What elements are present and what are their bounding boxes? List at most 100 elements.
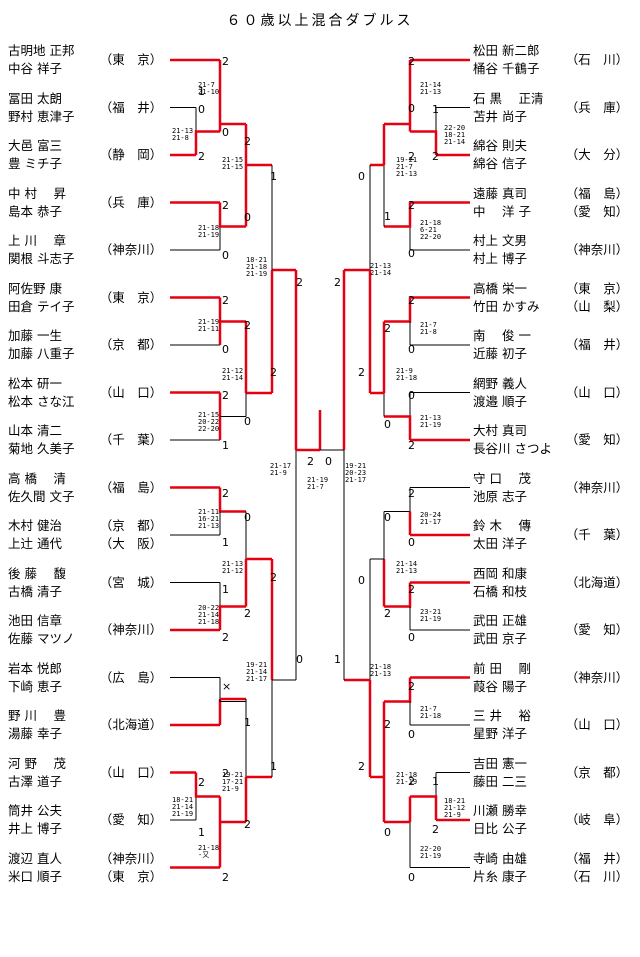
match-score: 2 xyxy=(222,767,229,780)
prefecture-label: （宮 城） xyxy=(99,574,163,590)
prefecture-label: （神奈川） xyxy=(565,669,629,685)
match-score: 0 xyxy=(244,511,251,524)
right-entry-names: 村上 文男村上 博子 xyxy=(473,234,565,270)
player-name: 桶谷 千鶴子 xyxy=(473,61,540,76)
prefecture-label: （愛 知） xyxy=(565,622,629,637)
left-entry-names: 野 川 豊湯藤 幸子 xyxy=(8,709,100,745)
right-entry-prefecture: （京 都） xyxy=(558,765,636,784)
left-entry-names: 岩本 悦郎下崎 恵子 xyxy=(8,661,100,698)
left-entry-names: 筒井 公夫井上 博子 xyxy=(8,804,100,840)
match-score: 2 xyxy=(408,775,415,788)
prefecture-label: （福 島） xyxy=(565,185,629,201)
match-score: 2 xyxy=(222,871,229,884)
player-name: 渡辺 直人 xyxy=(8,850,62,866)
match-score: 2 xyxy=(198,776,205,789)
left-entry-names: 木村 健治上辻 通代 xyxy=(8,519,100,555)
prefecture-label: （山 口） xyxy=(565,717,629,732)
set-score: 21-14 21-13 xyxy=(420,81,442,96)
player-name: 大村 真司 xyxy=(473,423,527,438)
player-name: 野村 恵津子 xyxy=(8,108,75,124)
set-score: 22-20 18-21 21-14 xyxy=(444,124,466,146)
winner-line xyxy=(384,677,412,703)
prefecture-label: （愛 知） xyxy=(565,203,629,219)
player-name: 寺崎 由雄 xyxy=(473,850,527,866)
player-name: 湯藤 幸子 xyxy=(8,726,62,741)
player-name: 大邑 富三 xyxy=(8,138,62,153)
match-score: 2 xyxy=(408,439,415,452)
player-name: 網野 義人 xyxy=(473,375,527,391)
match-score: 0 xyxy=(244,211,251,224)
player-name: 松本 研一 xyxy=(8,375,62,391)
right-entry-names: 高橋 栄一竹田 かすみ xyxy=(473,280,565,318)
right-entry-names: 大村 真司長谷川 さつよ xyxy=(473,424,565,460)
set-score: 21-19 21-11 xyxy=(198,318,220,333)
match-score: 1 xyxy=(334,653,341,666)
player-name: 古橋 清子 xyxy=(8,583,62,599)
set-score: 21-13 21-14 xyxy=(370,262,392,277)
match-score: 0 xyxy=(296,653,303,666)
prefecture-label: （大 分） xyxy=(565,147,629,162)
left-entry-names: 加藤 一生加藤 八重子 xyxy=(8,329,100,365)
match-score: 2 xyxy=(432,823,439,836)
player-name: 竹田 かすみ xyxy=(473,298,540,314)
player-name: 井上 博子 xyxy=(8,821,62,836)
match-score: 2 xyxy=(334,276,341,289)
right-entry-names: 南 俊 一近藤 初子 xyxy=(473,329,565,365)
left-entry-names: 古明地 正邦中谷 祥子 xyxy=(8,44,100,80)
match-score: 0 xyxy=(408,247,415,260)
left-entry-names: 松本 研一松本 さな江 xyxy=(8,375,100,413)
prefecture-label: （石 川） xyxy=(565,868,629,884)
match-score: 0 xyxy=(408,102,415,115)
match-score: 2 xyxy=(408,294,415,307)
prefecture-label: （愛 知） xyxy=(99,812,163,827)
right-entry-names: 鈴 木 傳太田 洋子 xyxy=(473,519,565,555)
right-entry-names: 守 口 茂池原 志子 xyxy=(473,471,565,508)
match-score: 2 xyxy=(222,199,229,212)
right-entry-names: 三 井 裕星野 洋子 xyxy=(473,709,565,745)
player-name: 加藤 八重子 xyxy=(8,346,75,361)
left-entry-prefecture: （兵 庫） xyxy=(92,195,170,214)
player-name: 高橋 栄一 xyxy=(473,280,527,296)
right-entry-prefecture: （神奈川） xyxy=(558,480,636,499)
player-name: 池原 志子 xyxy=(473,488,527,504)
winner-line xyxy=(218,605,246,630)
match-score: 2 xyxy=(384,607,391,620)
match-score: 2 xyxy=(307,455,314,468)
player-name: 鈴 木 傳 xyxy=(473,518,531,533)
winner-line xyxy=(384,415,412,440)
set-score: 21-18 6-21 22-20 xyxy=(420,219,442,241)
player-name: 武田 京子 xyxy=(473,631,527,646)
match-score: 0 xyxy=(222,343,229,356)
match-score: 2 xyxy=(408,55,415,68)
left-entry-prefecture: （愛 知） xyxy=(92,813,170,831)
set-score: 21-7 21-10 xyxy=(198,81,220,96)
left-entry-names: 河 野 茂古澤 道子 xyxy=(8,756,100,793)
match-score: 2 xyxy=(408,583,415,596)
set-score: 18-21 21-12 21-9 xyxy=(444,797,466,819)
right-entry-names: 遠藤 真司中 洋 子 xyxy=(473,186,565,223)
player-name: 藤田 二三 xyxy=(473,773,527,789)
player-name: 葭谷 陽子 xyxy=(473,678,527,694)
right-entry-prefecture: （愛 知） xyxy=(558,433,636,451)
right-entry-names: 寺崎 由雄片糸 康子 xyxy=(473,850,565,888)
winner-line xyxy=(194,130,220,155)
player-name: 武田 正雄 xyxy=(473,613,527,628)
right-entry-names: 武田 正雄武田 京子 xyxy=(473,614,565,650)
left-entry-names: 山本 清二菊地 久美子 xyxy=(8,424,100,460)
player-name: 佐久間 文子 xyxy=(8,488,75,504)
match-score: 2 xyxy=(270,366,277,379)
prefecture-label: （静 岡） xyxy=(99,147,163,162)
left-entry-prefecture: （京 都） xyxy=(92,338,170,356)
set-score: 21-14 21-13 xyxy=(396,560,418,575)
set-score: 19-21 21-7 21-13 xyxy=(396,156,418,178)
match-score: 0 xyxy=(408,728,415,741)
winner-line xyxy=(410,795,438,820)
left-entry-prefecture: （福 井） xyxy=(92,100,170,119)
prefecture-label: （神奈川） xyxy=(99,850,163,866)
left-entry-prefecture: （山 口） xyxy=(92,385,170,404)
set-score: 21-13 21-19 xyxy=(420,414,442,429)
player-name: 木村 健治 xyxy=(8,518,62,533)
match-score: 0 xyxy=(198,103,205,116)
player-name: 野 川 豊 xyxy=(8,708,66,723)
prefecture-label: （東 京） xyxy=(99,868,163,884)
